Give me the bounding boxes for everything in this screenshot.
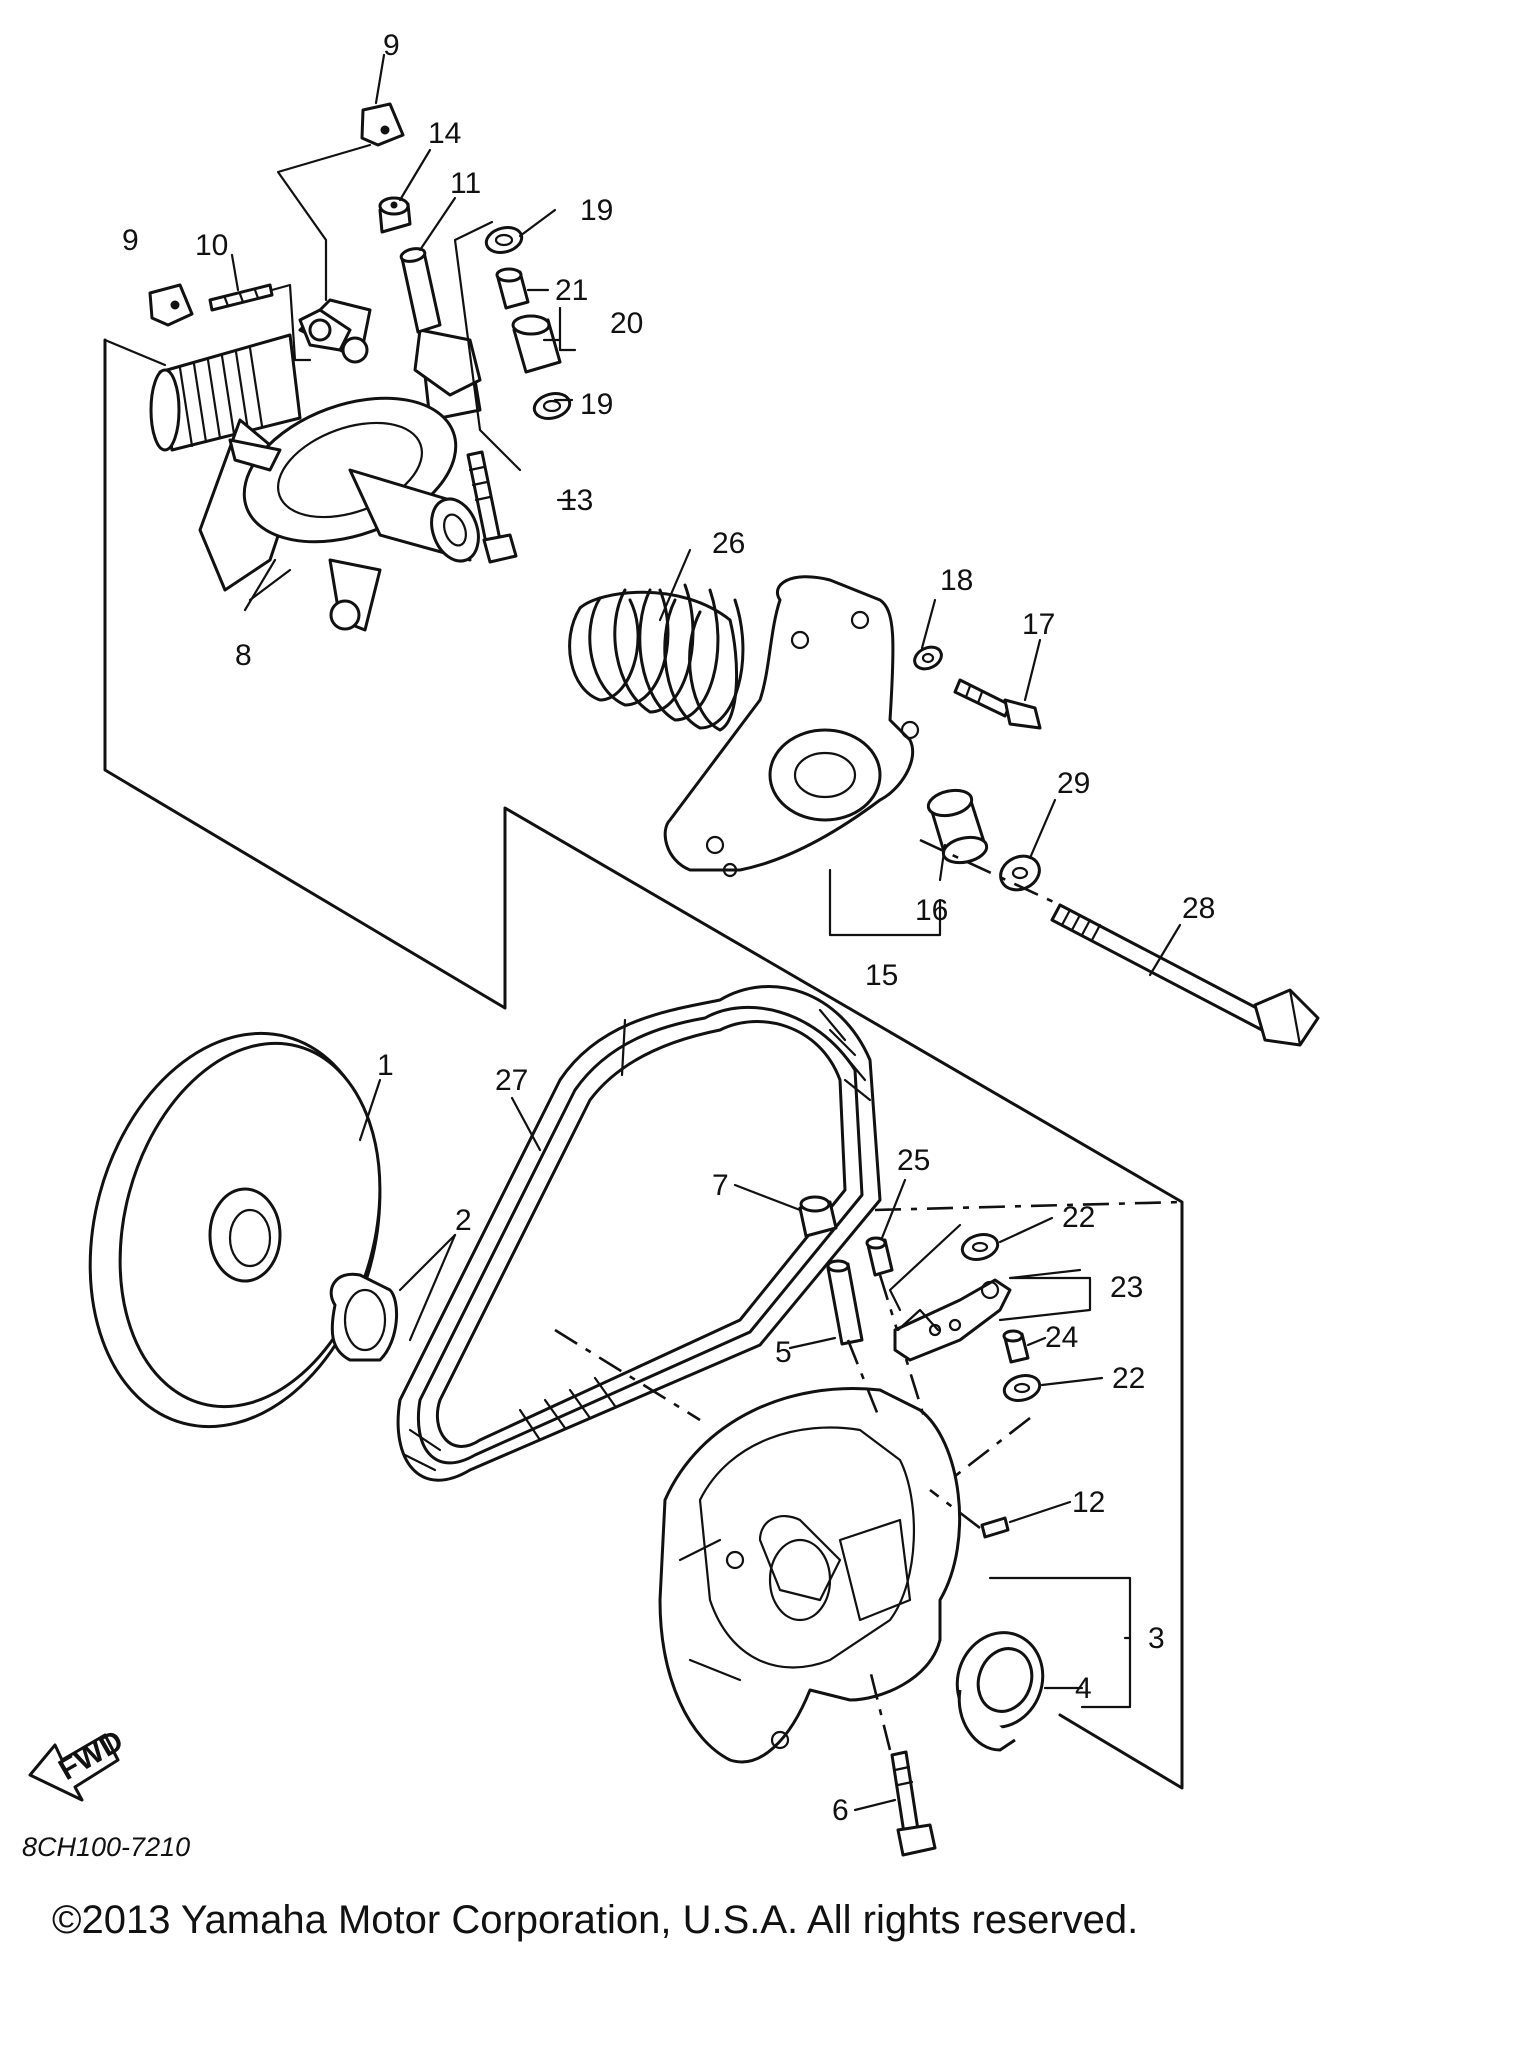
part-9-weight-top [276,102,405,302]
fwd-arrow-icon: FWD [28,1724,129,1802]
callout-3: 3 [1148,1622,1165,1655]
part-2-split-collar [329,1272,399,1362]
part-8-spider-sheave [149,298,482,632]
part-5-pin [826,1259,882,1421]
callout-28: 28 [1182,892,1215,925]
callout-numbers: 9 14 11 19 9 10 21 20 19 13 8 26 18 17 2… [122,29,1215,1827]
callout-16: 16 [915,894,948,927]
callout-13: 13 [560,484,593,517]
callout-23: 23 [1110,1271,1143,1304]
part-19-washer-top [484,226,524,254]
part-1-fixed-sheave [88,1031,382,1429]
callout-21: 21 [555,274,588,307]
callout-22-bottom: 22 [1112,1362,1145,1395]
callout-15: 15 [865,959,898,992]
part-15-cover-cap [663,575,942,937]
callout-8: 8 [235,639,252,672]
callout-22-top: 22 [1062,1201,1095,1234]
part-17-bolt [953,678,1042,730]
drawing-code: 8CH100-7210 [22,1832,191,1862]
part-27-drive-belt [396,985,882,1482]
callout-20: 20 [610,307,643,340]
part-16-bushing [926,788,989,865]
callout-18: 18 [940,564,973,597]
part-23-arm [888,1223,1012,1362]
callout-24: 24 [1045,1321,1078,1354]
callout-7: 7 [712,1169,729,1202]
callout-10: 10 [195,229,228,262]
part-14-nut [378,196,412,234]
callout-17: 17 [1022,608,1055,641]
callout-4: 4 [1075,1672,1092,1705]
callout-19-top: 19 [580,194,613,227]
part-18-washer [913,645,943,671]
callout-9-top: 9 [383,29,400,62]
part-21-collar [495,267,530,310]
part-26-spring [568,583,745,732]
leader-lines [230,53,1182,1812]
copyright-notice: ©2013 Yamaha Motor Corporation, U.S.A. A… [52,1898,1139,1942]
assembly-boundary-lines [103,338,1184,1790]
part-19-washer-bottom [532,392,572,420]
part-7-nut [798,1195,838,1238]
callout-1: 1 [377,1049,394,1082]
callout-9-left: 9 [122,224,139,257]
callout-19-bottom: 19 [580,388,613,421]
part-12-pin [929,1488,1010,1539]
part-22-washer-top [960,1233,1000,1261]
callout-14: 14 [428,117,461,150]
part-6-bolt [868,1669,937,1857]
part-4-bushing [955,1631,1045,1752]
assembly-line-19-20 [453,220,522,472]
callout-6: 6 [832,1794,849,1827]
part-9-weight-left [148,283,194,327]
part-28-long-bolt [1050,903,1320,1047]
callout-25: 25 [897,1144,930,1177]
callout-29: 29 [1057,767,1090,800]
callout-2: 2 [455,1204,472,1237]
part-3-movable-sheave [658,1387,1132,1764]
part-13-bolt [466,450,518,564]
callout-27: 27 [495,1064,528,1097]
part-20-roller [511,314,562,374]
callout-12: 12 [1072,1486,1105,1519]
part-29-washer [999,854,1041,892]
callout-26: 26 [712,527,745,560]
part-22-washer-bottom [949,1374,1042,1482]
part-24-collar [1002,1329,1030,1364]
callout-11: 11 [450,167,481,200]
part-11-roller-pin [399,247,442,334]
callout-5: 5 [775,1336,792,1369]
part-10-pin [208,283,312,362]
